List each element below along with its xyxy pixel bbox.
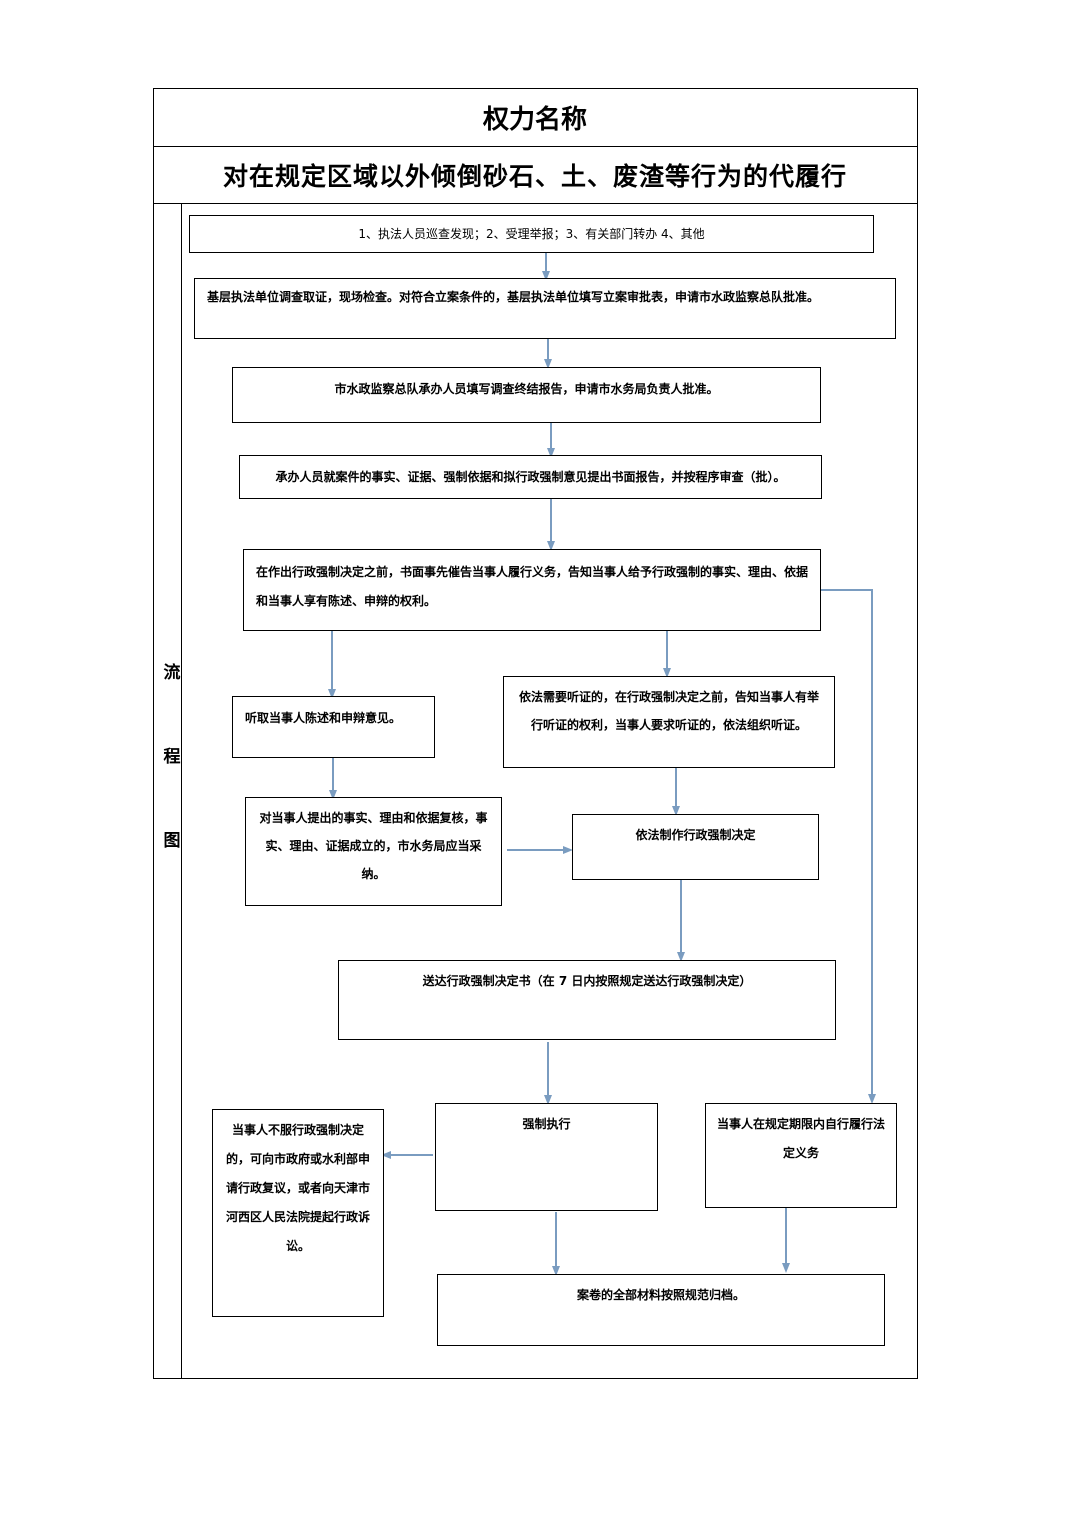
step-verify-box: 对当事人提出的事实、理由和依据复核，事实、理由、证据成立的，市水务局应当采纳。 — [245, 797, 502, 906]
step-hearing-box: 依法需要听证的，在行政强制决定之前，告知当事人有举行听证的权利，当事人要求听证的… — [503, 676, 835, 768]
table-frame — [153, 88, 918, 1379]
step-archive-box: 案卷的全部材料按照规范归档。 — [437, 1274, 885, 1346]
power-label: 权力名称 — [482, 105, 587, 135]
step-enforce-box: 强制执行 — [435, 1103, 658, 1211]
arrow-notice-to-self — [821, 589, 876, 1104]
step-decide-box: 依法制作行政强制决定 — [572, 814, 819, 880]
step-self-box: 当事人在规定期限内自行履行法定义务 — [705, 1103, 897, 1208]
step-deliver-box: 送达行政强制决定书（在 7 日内按照规定送达行政强制决定） — [338, 960, 836, 1040]
step-investigate-box: 基层执法单位调查取证，现场检查。对符合立案条件的，基层执法单位填写立案审批表，申… — [194, 278, 896, 339]
side-label-char-3: 图 — [163, 831, 181, 851]
side-label-char-2: 程 — [163, 747, 181, 767]
row-divider-2 — [153, 203, 918, 204]
step-review-box: 承办人员就案件的事实、证据、强制依据和拟行政强制意见提出书面报告，并按程序审查（… — [239, 455, 822, 499]
side-label-char-1: 流 — [163, 663, 181, 683]
step-report-box: 市水政监察总队承办人员填写调查终结报告，申请市水务局负责人批准。 — [232, 367, 821, 423]
row-divider-1 — [153, 146, 918, 147]
step-appeal-box: 当事人不服行政强制决定的，可向市政府或水利部申请行政复议，或者向天津市河西区人民… — [212, 1109, 384, 1317]
step-listen-box: 听取当事人陈述和申辩意见。 — [232, 696, 435, 758]
column-divider — [181, 203, 182, 1379]
step-notice-box: 在作出行政强制决定之前，书面事先催告当事人履行义务，告知当事人给予行政强制的事实… — [243, 549, 821, 631]
step-source-box: 1、执法人员巡查发现；2、受理举报；3、有关部门转办 4、其他 — [189, 215, 874, 253]
power-name: 对在规定区域以外倾倒砂石、土、废渣等行为的代履行 — [222, 162, 847, 191]
